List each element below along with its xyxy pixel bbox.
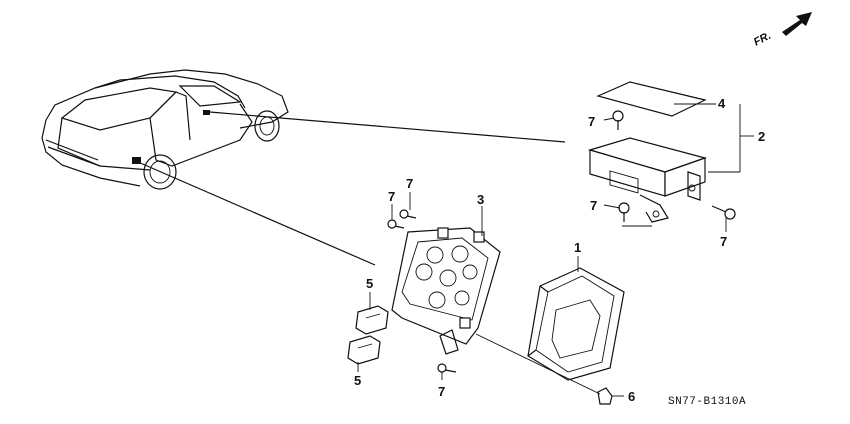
callout-2: 2 (758, 129, 765, 144)
diagram-code: SN77-B1310A (668, 396, 746, 408)
callout-7-unit-top: 7 (588, 114, 595, 129)
connector-part-5 (355, 305, 389, 335)
callout-7-bracket-bottom: 7 (438, 384, 445, 399)
connector-part-5 (347, 335, 381, 365)
front-direction-label: FR. (752, 30, 773, 49)
bolt-icon (387, 219, 405, 229)
callout-7-bracket-left: 7 (388, 189, 395, 204)
callout-5-upper: 5 (366, 276, 373, 291)
leader-line-upper (209, 111, 566, 143)
ecu-part-1 (527, 267, 625, 381)
front-direction-arrow-icon (782, 12, 812, 36)
callout-4: 4 (718, 96, 726, 111)
callout-5-lower: 5 (354, 373, 361, 388)
callout-7-unit-right: 7 (720, 234, 727, 249)
bolt-icon (612, 110, 624, 130)
bracket-part-3 (391, 227, 501, 355)
bolt-icon (399, 209, 417, 219)
leader-line-lower (137, 161, 376, 266)
callout-6: 6 (628, 389, 635, 404)
callout-7-unit-bottom: 7 (590, 198, 597, 213)
bolt-icon (711, 205, 736, 220)
bolt-icon (437, 363, 457, 373)
callout-3: 3 (477, 192, 484, 207)
clip-part-6 (597, 387, 613, 405)
callout-leaders (357, 103, 754, 397)
bolt-icon (618, 202, 630, 222)
control-unit-part-2 (587, 137, 708, 223)
callout-1: 1 (574, 240, 581, 255)
cover-sheet-part-4 (596, 81, 707, 117)
callout-7-bracket-top: 7 (406, 176, 413, 191)
vehicle-outline (41, 69, 289, 190)
